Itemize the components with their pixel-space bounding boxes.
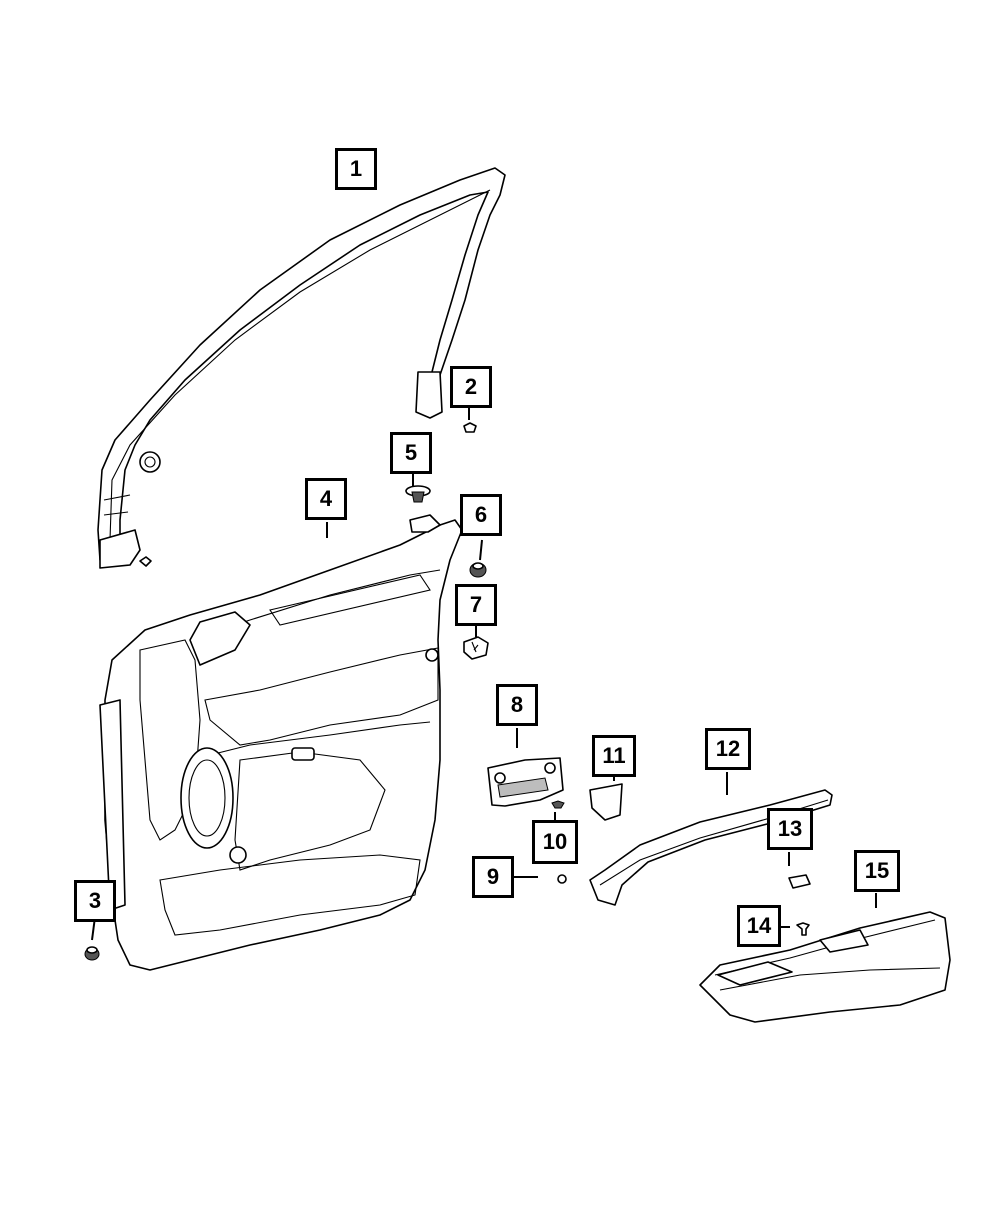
part-10-screw	[551, 800, 565, 809]
callout-9[interactable]: 9	[472, 856, 514, 898]
part-2-nut	[463, 422, 477, 433]
part-15-armrest	[699, 911, 951, 1023]
part-13-cap	[788, 874, 811, 889]
callout-10[interactable]: 10	[532, 820, 578, 864]
callout-5[interactable]: 5	[390, 432, 432, 474]
callout-12[interactable]: 12	[705, 728, 751, 770]
part-3-fastener	[84, 946, 100, 961]
callout-14[interactable]: 14	[737, 905, 781, 947]
part-4-door-trim-panel	[99, 514, 463, 971]
callout-8[interactable]: 8	[496, 684, 538, 726]
part-1-weatherstrip	[97, 167, 506, 569]
callout-3[interactable]: 3	[74, 880, 116, 922]
clip-small	[139, 556, 152, 567]
callout-15[interactable]: 15	[854, 850, 900, 892]
callout-11[interactable]: 11	[592, 735, 636, 777]
part-11-bezel	[589, 783, 623, 821]
part-6-plug	[469, 562, 487, 578]
part-8-handle-bezel	[487, 757, 564, 807]
callout-6[interactable]: 6	[460, 494, 502, 536]
part-7-clip	[463, 636, 489, 660]
part-9-clip	[557, 874, 567, 884]
callout-1[interactable]: 1	[335, 148, 377, 190]
callout-7[interactable]: 7	[455, 584, 497, 626]
callout-4[interactable]: 4	[305, 478, 347, 520]
part-14-screw	[796, 922, 810, 936]
callout-13[interactable]: 13	[767, 808, 813, 850]
callout-2[interactable]: 2	[450, 366, 492, 408]
part-5-push-pin	[405, 485, 431, 503]
